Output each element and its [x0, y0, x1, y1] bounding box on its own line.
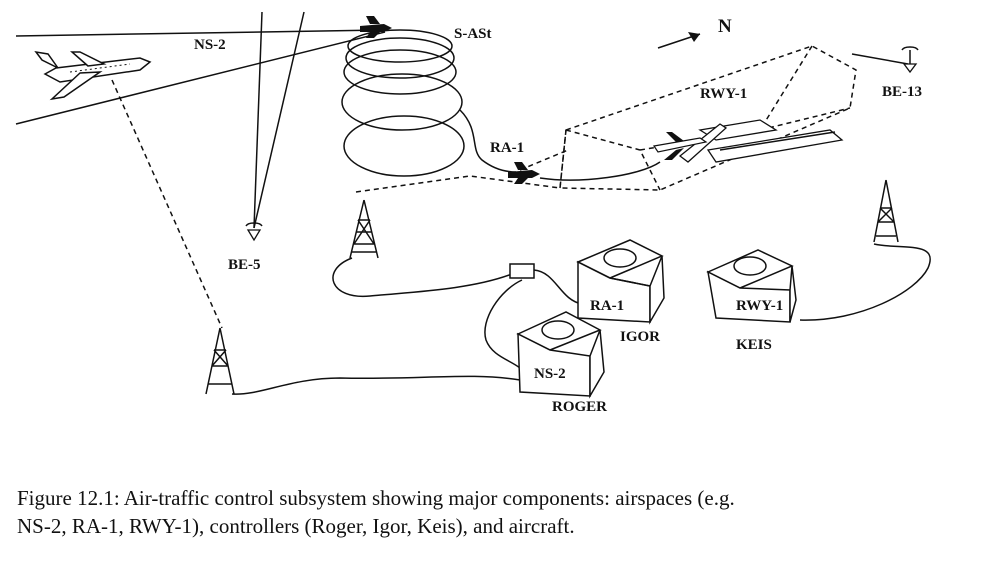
label-igor: IGOR [620, 329, 660, 345]
label-sast: S-ASt [454, 26, 492, 42]
network-wires [231, 243, 931, 395]
label-be5: BE-5 [228, 257, 261, 273]
label-north: N [718, 16, 732, 37]
console-ra1-igor [576, 239, 665, 325]
airliner-icon [34, 50, 152, 101]
caption-line-1: Figure 12.1: Air-traffic control subsyst… [17, 486, 735, 510]
network-hub-icon [509, 263, 535, 279]
console-rwy1-keis [706, 249, 797, 323]
radio-tower-icon [873, 179, 899, 243]
beacon-be5-icon [245, 222, 263, 242]
north-arrow-icon [657, 32, 701, 49]
console-ns2-roger [516, 311, 605, 399]
beacon-be13-icon [851, 46, 919, 74]
atc-diagram: NS-2 S-ASt N RWY-1 BE-13 RA-1 BE-5 RA-1 … [15, 11, 931, 415]
label-keis: KEIS [736, 337, 772, 353]
label-be13: BE-13 [882, 84, 922, 100]
figure-caption: Figure 12.1: Air-traffic control subsyst… [17, 484, 977, 540]
jet-icon-ra1 [508, 162, 540, 184]
label-ns2: NS-2 [194, 37, 226, 53]
label-console-ra1: RA-1 [590, 298, 624, 314]
airliner-tower-link [111, 79, 223, 329]
label-ra1: RA-1 [490, 140, 524, 156]
plane-on-runway-icon [652, 132, 708, 160]
caption-line-2: NS-2, RA-1, RWY-1), controllers (Roger, … [17, 514, 575, 538]
label-rwy1: RWY-1 [700, 86, 747, 102]
holding-stack-spiral [341, 29, 517, 177]
label-roger: ROGER [552, 399, 607, 415]
be5-beam-lines [253, 11, 305, 229]
radio-tower-icon [349, 199, 379, 259]
label-console-rwy1: RWY-1 [736, 298, 783, 314]
ns2-boundary-lines [15, 29, 386, 125]
radio-tower-icon [205, 327, 235, 395]
label-console-ns2: NS-2 [534, 366, 566, 382]
approach-path [539, 161, 661, 181]
